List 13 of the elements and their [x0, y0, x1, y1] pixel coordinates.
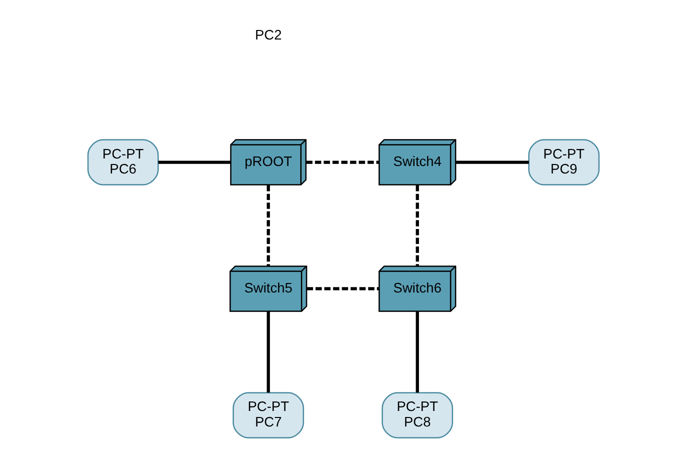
node-box: PC-PT PC8	[382, 392, 454, 438]
label: PC2	[254, 27, 282, 42]
connector	[266, 312, 270, 393]
connector	[456, 160, 529, 164]
connector	[416, 185, 419, 266]
connector	[306, 160, 380, 164]
node-box: PC-PT PC7	[232, 392, 304, 438]
node-box: PC-PT PC6	[87, 139, 159, 186]
connector	[158, 160, 230, 164]
connector	[306, 287, 379, 290]
node-box: PC-PT PC9	[528, 139, 600, 186]
connector	[416, 312, 419, 393]
connector	[266, 185, 270, 266]
